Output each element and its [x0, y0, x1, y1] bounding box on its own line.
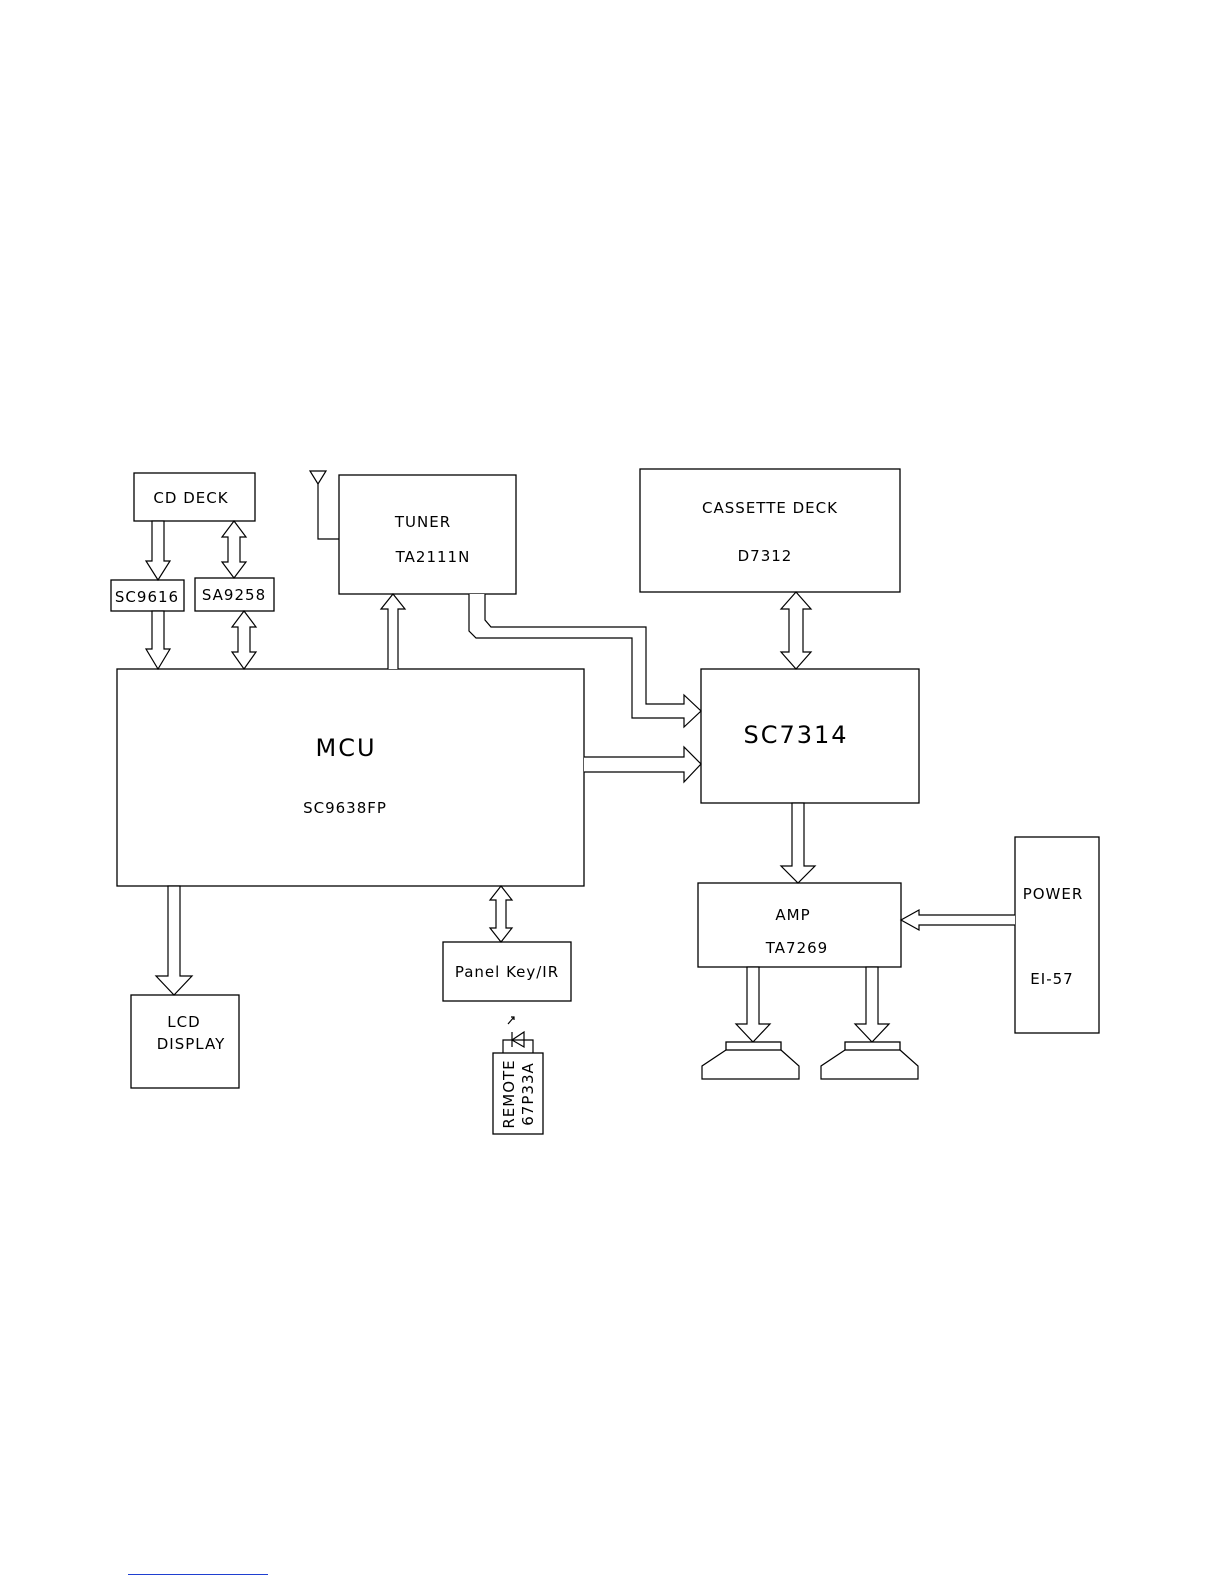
speaker-right-icon — [821, 1042, 918, 1079]
sc7314-block: SC7314 — [701, 669, 919, 803]
tuner-block: TUNER TA2111N — [339, 475, 516, 594]
ir-led-icon — [503, 1017, 533, 1053]
cd-deck-block: CD DECK — [134, 473, 255, 521]
sa9258-label: SA9258 — [202, 586, 266, 604]
sc9616-label: SC9616 — [115, 588, 179, 606]
tuner-chip-label: TA2111N — [395, 548, 471, 566]
cd-deck-label: CD DECK — [153, 489, 228, 507]
cassette-deck-label: CASSETTE DECK — [702, 499, 838, 517]
cd-sa9258-bidir-arrow — [222, 521, 246, 578]
cassette-deck-block: CASSETTE DECK D7312 — [640, 469, 900, 592]
lcd-label: LCD — [167, 1013, 200, 1031]
remote-label: REMOTE — [500, 1059, 518, 1128]
speaker-left-icon — [702, 1042, 799, 1079]
panel-key-ir-block: Panel Key/IR — [443, 942, 571, 1001]
cd-to-sc9616-arrow — [146, 521, 170, 580]
mcu-panelkey-bidir-arrow — [490, 886, 512, 942]
cassette-chip-label: D7312 — [738, 547, 793, 565]
power-block: POWER EI-57 — [1015, 837, 1099, 1033]
mcu-to-sc7314-arrow — [584, 747, 701, 782]
sa9258-block: SA9258 — [195, 578, 274, 611]
footer-link-underline[interactable] — [128, 1574, 268, 1575]
amp-chip-label: TA7269 — [765, 939, 828, 957]
power-to-amp-arrow — [901, 910, 1015, 930]
sc9616-to-mcu-arrow — [146, 611, 170, 669]
cassette-sc7314-bidir-arrow — [781, 592, 811, 669]
remote-chip-label: 67P33A — [519, 1062, 537, 1125]
sc7314-label: SC7314 — [743, 721, 848, 749]
sa9258-mcu-bidir-arrow — [232, 611, 256, 669]
panel-key-ir-label: Panel Key/IR — [455, 963, 559, 981]
display-label: DISPLAY — [157, 1035, 226, 1053]
mcu-label: MCU — [315, 734, 376, 762]
antenna-icon — [310, 471, 339, 539]
amp-block: AMP TA7269 — [698, 883, 901, 967]
sc9616-block: SC9616 — [111, 580, 184, 611]
remote-block: REMOTE 67P33A — [493, 1053, 543, 1134]
tuner-label: TUNER — [394, 513, 451, 531]
mcu-block: MCU SC9638FP — [117, 669, 584, 886]
amp-label: AMP — [775, 906, 810, 924]
mcu-to-tuner-arrow — [381, 594, 405, 669]
amp-to-speaker-left-arrow — [736, 967, 770, 1042]
sc7314-to-amp-arrow — [781, 803, 815, 883]
lcd-display-block: LCD DISPLAY — [131, 995, 239, 1088]
mcu-chip-label: SC9638FP — [303, 799, 387, 817]
power-label: POWER — [1023, 885, 1084, 903]
mcu-to-lcd-arrow — [156, 886, 192, 995]
power-chip-label: EI-57 — [1030, 970, 1073, 988]
amp-to-speaker-right-arrow — [855, 967, 889, 1042]
